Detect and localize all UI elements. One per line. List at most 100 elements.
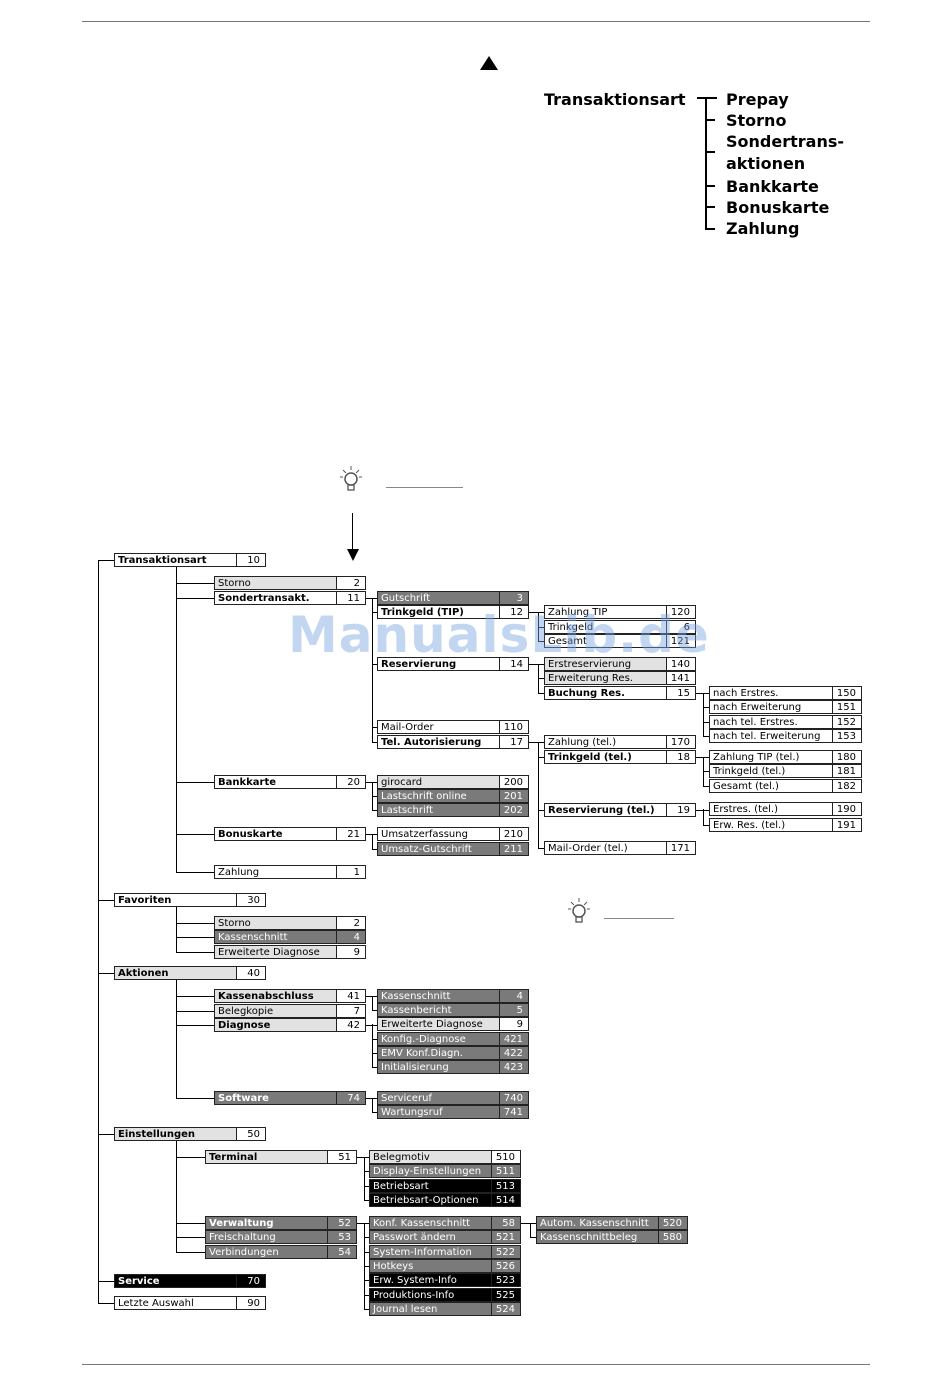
menu-node-number: 740: [500, 1091, 529, 1105]
menu-node-number: 140: [667, 657, 696, 671]
menu-node-number: 11: [337, 591, 366, 605]
menu-node-label: EMV Konf.Diagn.: [377, 1046, 500, 1060]
menu-node-label: Tel. Autorisierung: [377, 735, 500, 749]
tree-connector: [176, 996, 214, 997]
menu-node-label: Betriebsart: [369, 1179, 492, 1193]
tree-connector: [176, 907, 177, 953]
menu-node-number: 514: [492, 1193, 521, 1207]
tree-connector: [98, 1281, 114, 1282]
item-aktionen: aktionen: [726, 154, 806, 173]
menu-node-label: Terminal: [205, 1150, 328, 1164]
menu-node-number: 180: [833, 750, 862, 764]
tree-connector: [98, 560, 99, 1304]
tree-connector: [538, 810, 544, 811]
menu-node-label: Kassenbericht: [377, 1003, 500, 1017]
tree-connector: [176, 937, 214, 938]
tree-connector: [364, 1157, 365, 1201]
menu-node-number: 510: [492, 1150, 521, 1164]
pointer-arrow-line: [352, 513, 353, 551]
tree-connector: [530, 1237, 536, 1238]
menu-node-number: 1: [337, 865, 366, 879]
item-zahlung: Zahlung: [726, 219, 800, 238]
menu-node-number: 202: [500, 803, 529, 817]
menu-node-number: 191: [833, 818, 862, 832]
tree-connector: [364, 1186, 369, 1187]
tree-connector: [703, 722, 709, 723]
menu-node-number: 4: [337, 930, 366, 944]
item-bonuskarte: Bonuskarte: [726, 198, 830, 217]
menu-node-label: Freischaltung: [205, 1230, 328, 1244]
tree-connector: [176, 782, 214, 783]
menu-node-label: Serviceruf: [377, 1091, 500, 1105]
menu-node-label: Journal lesen: [369, 1302, 492, 1316]
menu-node-label: girocard: [377, 775, 500, 789]
menu-node-number: 20: [337, 775, 366, 789]
bracket-tick: [705, 151, 715, 153]
tree-connector: [530, 1223, 531, 1238]
tree-connector: [176, 1157, 205, 1158]
menu-node-label: Aktionen: [114, 966, 237, 980]
menu-node-label: Verwaltung: [205, 1216, 328, 1230]
menu-node-label: Umsatzerfassung: [377, 827, 500, 841]
tree-connector: [176, 1011, 214, 1012]
menu-node-number: 50: [237, 1127, 266, 1141]
menu-node-label: Favoriten: [114, 893, 237, 907]
menu-node-number: 90: [237, 1296, 266, 1310]
tree-connector: [366, 598, 377, 599]
menu-node: Gesamt (tel.)182: [709, 779, 862, 793]
tree-connector: [176, 1252, 205, 1253]
menu-node-label: Erstreservierung: [544, 657, 667, 671]
tree-connector: [372, 834, 373, 849]
menu-node-label: Umsatz-Gutschrift: [377, 842, 500, 856]
menu-node-number: 580: [659, 1230, 688, 1244]
menu-node: Erstres. (tel.)190: [709, 802, 862, 816]
menu-node-label: Gesamt (tel.): [709, 779, 833, 793]
tree-connector: [521, 1223, 536, 1224]
menu-node-number: 141: [667, 671, 696, 685]
menu-node-label: Transaktionsart: [114, 553, 237, 567]
menu-node-label: Lastschrift online: [377, 789, 500, 803]
tree-connector: [372, 1053, 377, 1054]
bracket-line: [705, 97, 707, 229]
menu-node-number: 171: [667, 841, 696, 855]
menu-node-number: 2: [337, 576, 366, 590]
menu-node-number: 74: [337, 1091, 366, 1105]
menu-node-number: 58: [492, 1216, 521, 1230]
menu-node-number: 3: [500, 591, 529, 605]
tree-connector: [357, 1157, 369, 1158]
menu-node-label: Erweiterung Res.: [544, 671, 667, 685]
tree-connector: [538, 848, 544, 849]
menu-node-number: 6: [667, 620, 696, 634]
menu-node-label: Reservierung: [377, 657, 500, 671]
tree-connector: [538, 627, 544, 628]
menu-node-label: Betriebsart-Optionen: [369, 1193, 492, 1207]
tree-connector: [98, 973, 114, 974]
menu-node-number: 513: [492, 1179, 521, 1193]
menu-node-label: Trinkgeld (tel.): [544, 750, 667, 764]
menu-node-label: nach Erweiterung: [709, 700, 833, 714]
tree-connector: [364, 1266, 369, 1267]
menu-node-number: 153: [833, 729, 862, 743]
tree-connector: [703, 736, 709, 737]
